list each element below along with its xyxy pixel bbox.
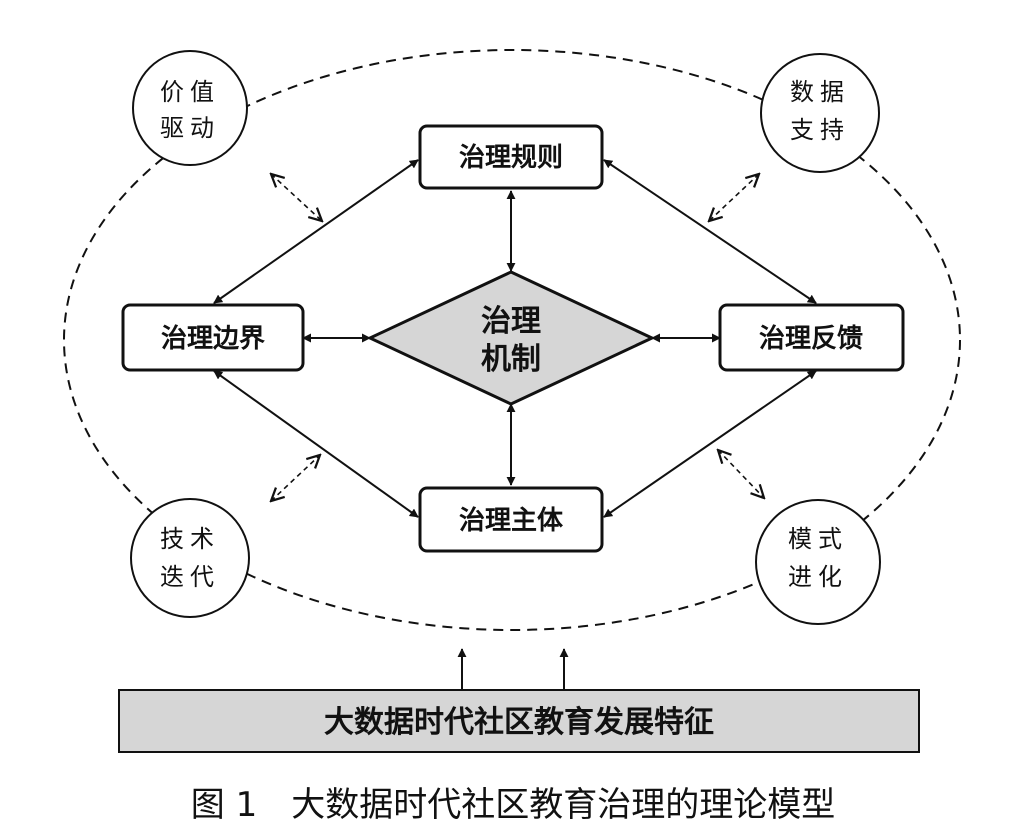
circle-mode-line1: 模式 [788, 525, 848, 553]
figure-caption: 图 1 大数据时代社区教育治理的理论模型 [191, 785, 835, 825]
arrow-feedback-subject [603, 370, 817, 518]
circle-value-line2: 驱动 [160, 114, 220, 142]
base-bar-label: 大数据时代社区教育发展特征 [324, 705, 714, 740]
arrow-rules-boundary [213, 159, 419, 304]
dashed-boundary-ellipse [63, 49, 961, 631]
dashed-arrow-tech [271, 455, 320, 501]
box-subject: 治理主体 [418, 486, 604, 553]
box-rules: 治理规则 [418, 124, 604, 190]
circle-tech-iteration: 技术 迭代 [130, 498, 250, 618]
circle-mode-line2: 进化 [788, 563, 848, 591]
mechanism-line2: 机制 [481, 342, 541, 377]
dashed-arrow-data [709, 174, 759, 221]
circle-tech-line2: 迭代 [160, 563, 220, 591]
box-subject-label: 治理主体 [459, 506, 564, 536]
arrow-boundary-subject [213, 370, 419, 518]
circle-value-driven: 价值 驱动 [132, 50, 248, 166]
circle-data-support: 数据 支持 [760, 53, 880, 173]
circle-data-line2: 支持 [790, 116, 850, 144]
box-rules-label: 治理规则 [459, 143, 563, 173]
mechanism-line1: 治理 [481, 304, 541, 339]
box-boundary: 治理边界 [121, 303, 305, 372]
box-feedback: 治理反馈 [718, 303, 905, 372]
circle-tech-line1: 技术 [160, 525, 220, 553]
box-feedback-label: 治理反馈 [759, 324, 863, 354]
circle-data-line1: 数据 [790, 78, 850, 106]
mechanism-diamond: 治理 机制 [366, 270, 656, 406]
base-bar: 大数据时代社区教育发展特征 [118, 689, 920, 753]
box-boundary-label: 治理边界 [161, 324, 265, 354]
circle-mode-evolution: 模式 进化 [755, 499, 881, 625]
dashed-arrow-mode [718, 450, 764, 498]
arrow-rules-feedback [603, 159, 817, 304]
circle-value-line1: 价值 [160, 78, 220, 106]
dashed-arrow-value [271, 174, 322, 221]
